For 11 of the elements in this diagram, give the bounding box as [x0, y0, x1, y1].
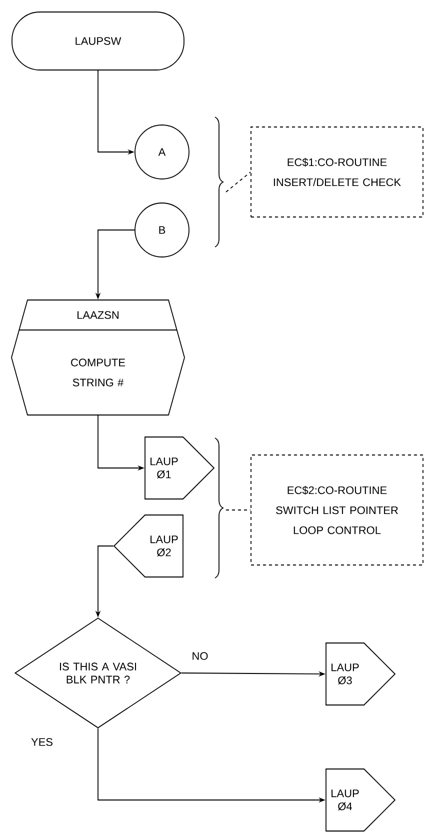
dashed-leader [226, 172, 251, 192]
edge-label: YES [30, 737, 54, 747]
off-page-connector: LAUP Ø1 [144, 436, 215, 500]
off-page-connector: LAUP Ø2 [113, 514, 184, 578]
preparation-hexagon: LAAZSN COMPUTE STRING # [11, 300, 185, 416]
off-page-connector: LAUP Ø3 [326, 642, 396, 706]
off-page-connector: LAUP Ø4 [326, 768, 396, 832]
annotation-box: EC$2:CO-ROUTINE SWITCH LIST POINTER LOOP CONTROL [250, 454, 424, 566]
annotation-box: EC$1:CO-ROUTINE INSERT/DELETE CHECK [250, 126, 424, 218]
terminal-box: LAUPSW [12, 12, 184, 70]
edge-label: NO [190, 651, 210, 661]
